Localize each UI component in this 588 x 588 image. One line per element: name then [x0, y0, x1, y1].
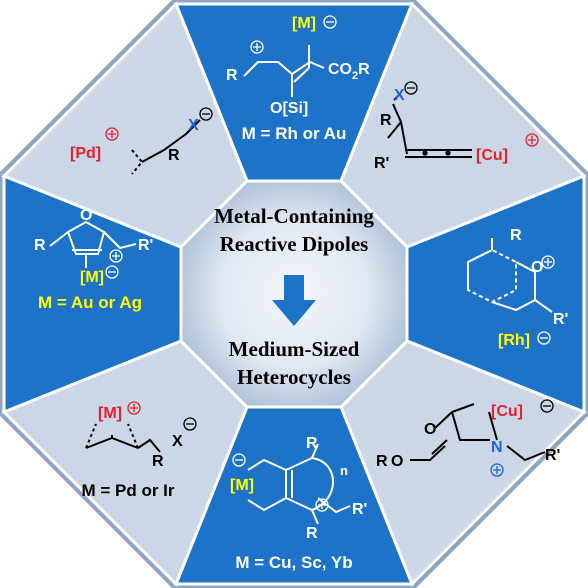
bottom-n: n — [340, 463, 348, 478]
right-r: R — [510, 227, 522, 244]
bottom-r1: R — [306, 435, 318, 452]
down-arrow-icon — [272, 275, 316, 326]
left-caption: M = Au or Ag — [38, 293, 142, 312]
plus-charge-bottom — [315, 498, 329, 512]
bottom-right-metal: [Cu] — [491, 403, 523, 420]
panel-bottom-right — [410, 399, 554, 477]
left-r: R — [34, 237, 46, 254]
bottom-right-o1: O — [424, 421, 436, 438]
plus-charge-top-left — [105, 127, 119, 141]
top-left-metal: [Pd] — [70, 145, 101, 162]
panel-top-left — [105, 107, 213, 175]
minus-charge-bottom-right — [540, 399, 554, 413]
plus-charge-bottom-right — [490, 463, 504, 477]
top-r: R — [226, 67, 238, 84]
panel-bottom-left — [85, 401, 197, 453]
bottom-r2: R — [306, 525, 318, 542]
top-co2r: CO2R — [328, 61, 370, 82]
center-product-line2: Heterocycles — [237, 365, 351, 389]
top-right-r: R — [380, 112, 392, 129]
center-product-line1: Medium-Sized — [229, 337, 360, 361]
right-rprime: R' — [553, 311, 568, 328]
minus-charge-right — [537, 331, 551, 345]
minus-charge-top — [323, 15, 337, 29]
left-metal: [M] — [80, 269, 104, 286]
minus-charge-bottom — [232, 453, 246, 467]
top-metal: [M] — [292, 15, 316, 32]
bottom-left-metal: [M] — [98, 405, 122, 422]
panel-top — [243, 15, 337, 97]
panel-right — [467, 238, 555, 345]
minus-charge-top-right — [404, 81, 418, 95]
bottom-right-rprime: R' — [545, 447, 560, 464]
center-title-line1: Metal-Containing — [214, 204, 374, 228]
panel-left — [49, 220, 137, 279]
bottom-left-x: X — [172, 433, 183, 450]
bottom-left-caption: M = Pd or Ir — [81, 481, 174, 500]
plus-charge-bottom-left — [127, 401, 141, 415]
bottom-right-r: R — [376, 453, 388, 470]
left-o: O — [80, 207, 92, 224]
bottom-caption: M = Cu, Sc, Yb — [235, 553, 352, 572]
plus-charge-right — [541, 255, 555, 269]
plus-charge-top-right — [525, 133, 539, 147]
top-caption: M = Rh or Au — [242, 124, 347, 143]
top-right-rprime: R' — [374, 155, 389, 172]
top-left-x: X — [188, 117, 199, 134]
plus-charge-top — [250, 40, 264, 54]
minus-charge-bottom-left — [183, 417, 197, 431]
plus-charge-left — [109, 249, 123, 263]
bottom-left-r: R — [152, 453, 164, 470]
top-osi: O[Si] — [270, 100, 308, 117]
right-metal: [Rh] — [498, 332, 530, 349]
bottom-rprime: R' — [352, 501, 367, 518]
top-right-x: X — [394, 87, 405, 104]
bottom-right-n: N — [491, 439, 503, 456]
bottom-right-o2: O — [391, 453, 403, 470]
top-right-metal: [Cu] — [476, 147, 508, 164]
right-o: O — [531, 259, 543, 276]
minus-charge-top-left — [199, 107, 213, 121]
left-rprime: R' — [138, 237, 153, 254]
minus-charge-left — [105, 265, 119, 279]
center-title-line2: Reactive Dipoles — [220, 232, 369, 256]
top-left-r: R — [168, 147, 180, 164]
panel-bottom — [232, 443, 351, 525]
bottom-metal: [M] — [230, 477, 254, 494]
panel-top-right — [387, 81, 539, 158]
